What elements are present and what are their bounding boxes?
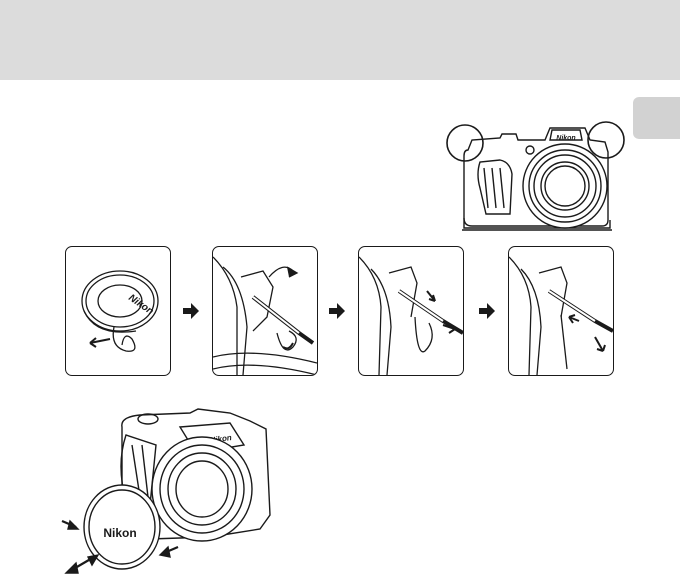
lens-cap-text: Nikon bbox=[103, 526, 136, 540]
header-band bbox=[0, 0, 680, 80]
step-arrow-icon bbox=[182, 302, 200, 320]
camera-front-illustration: Nikon bbox=[440, 112, 640, 240]
step-arrow-icon bbox=[328, 302, 346, 320]
step-panel-tighten-loop bbox=[508, 246, 614, 376]
step-panel-thread-loop bbox=[358, 246, 464, 376]
step-panel-attach-string bbox=[212, 246, 318, 376]
step-panel-lens-cap: Nikon bbox=[65, 246, 171, 376]
step-arrow-icon bbox=[478, 302, 496, 320]
camera-brand-text: Nikon bbox=[556, 135, 575, 142]
chapter-side-tab[interactable] bbox=[633, 97, 680, 139]
camera-lens-cap-illustration: Nikon Nikon bbox=[60, 405, 280, 577]
